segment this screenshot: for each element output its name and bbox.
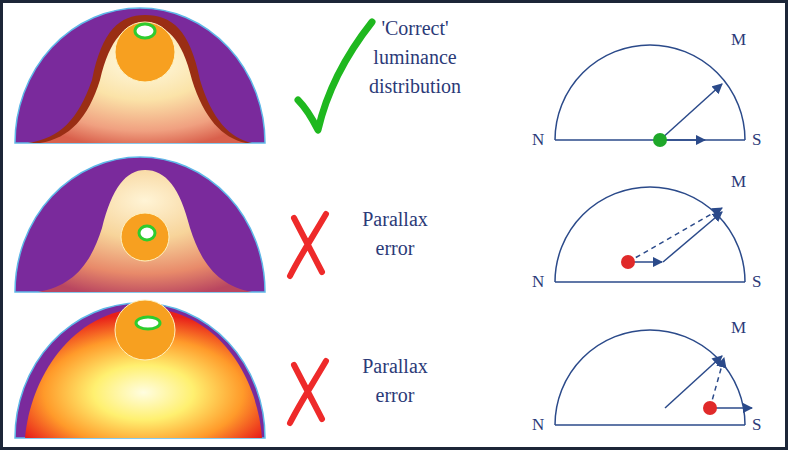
- check-mark: [298, 22, 372, 130]
- point-label: S: [752, 270, 761, 295]
- caption-text: Parallax error: [345, 205, 445, 263]
- dome-parallax-2: [15, 300, 265, 438]
- canvas: 'Correct' luminance distributionMNSParal…: [3, 3, 785, 447]
- dome-parallax-1: [15, 157, 265, 292]
- point-label: N: [532, 413, 544, 438]
- sky-diagram: [555, 187, 745, 282]
- dome-correct: [15, 8, 265, 143]
- point-label: M: [731, 28, 746, 53]
- point-label: S: [752, 413, 761, 438]
- cross-mark: [290, 214, 326, 276]
- point-label: S: [752, 128, 761, 153]
- sky-diagram: [555, 45, 745, 147]
- point-label: N: [532, 128, 544, 153]
- point-label: M: [731, 316, 746, 341]
- point-label: N: [532, 270, 544, 295]
- caption-text: Parallax error: [345, 352, 445, 410]
- caption-text: 'Correct' luminance distribution: [350, 14, 480, 101]
- point-label: M: [731, 170, 746, 195]
- sky-diagram: [555, 330, 752, 425]
- cross-mark: [290, 361, 326, 423]
